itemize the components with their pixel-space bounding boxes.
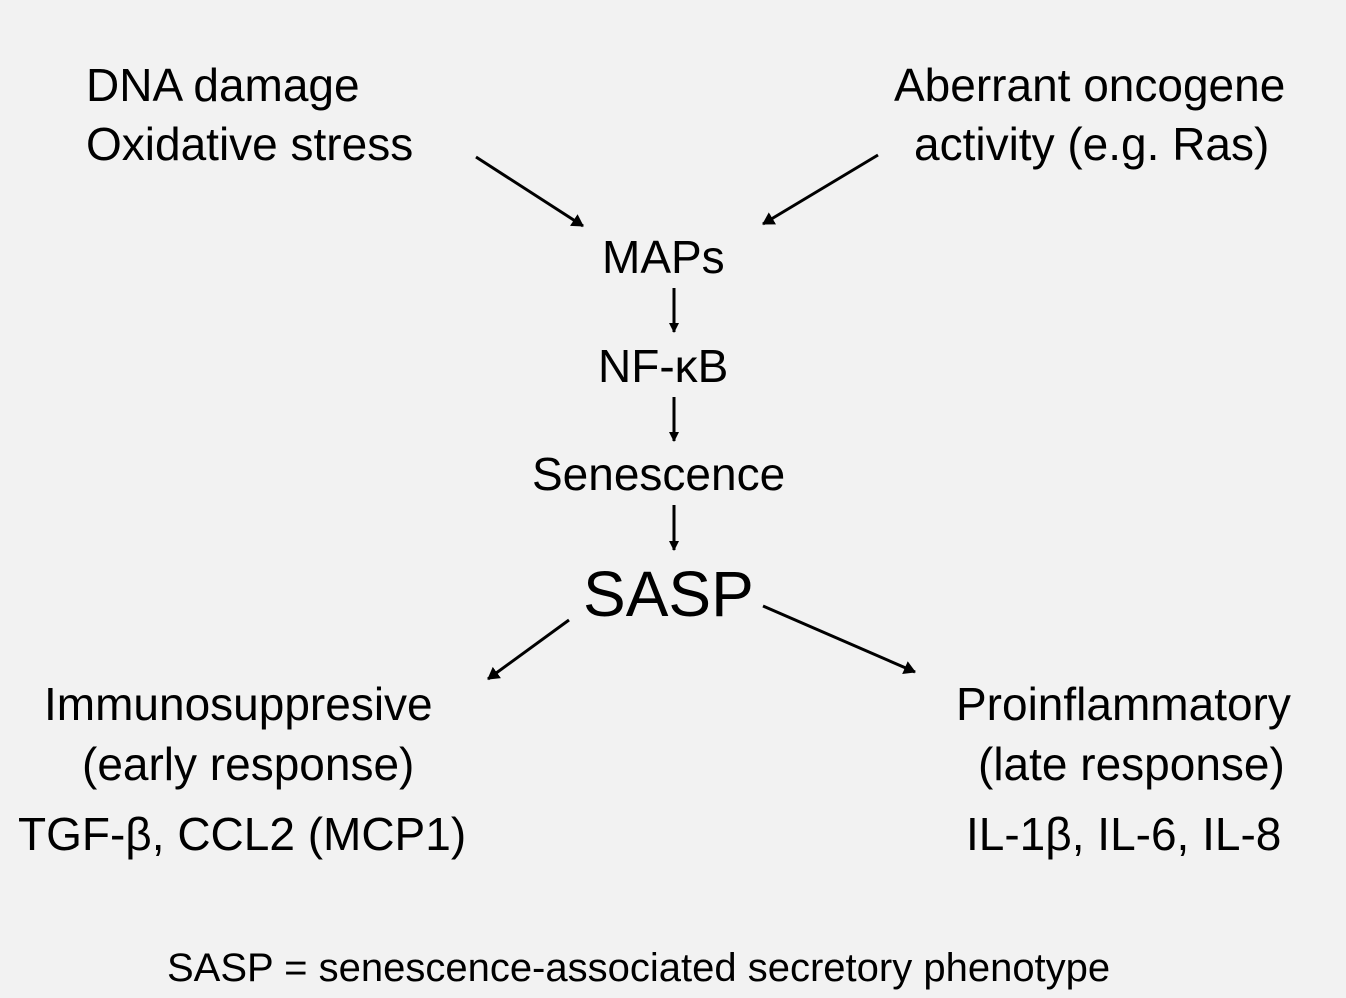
input-oncogene-activity: activity (e.g. Ras)	[914, 118, 1270, 170]
output-immunosuppressive-subtitle: (early response)	[82, 738, 415, 790]
input-oxidative-stress: Oxidative stress	[86, 118, 414, 170]
arrow-right-input-to-maps	[762, 153, 879, 226]
input-aberrant-oncogene: Aberrant oncogene	[894, 59, 1286, 111]
footnote: SASP = senescence-associated secretory p…	[167, 946, 1111, 990]
output-proinflammatory-factors: IL-1β, IL-6, IL-8	[966, 808, 1282, 860]
output-immunosuppressive-title: Immunosuppresive	[44, 678, 433, 730]
arrow-sasp-to-immunosuppressive	[487, 618, 570, 681]
node-maps: MAPs	[602, 231, 725, 283]
output-proinflammatory-title: Proinflammatory	[956, 678, 1291, 730]
node-nf-kb: NF-κB	[598, 340, 729, 392]
node-sasp: SASP	[583, 558, 754, 630]
output-immunosuppressive-factors: TGF-β, CCL2 (MCP1)	[18, 808, 467, 860]
arrow-sasp-to-proinflammatory	[762, 604, 916, 675]
arrow-left-input-to-maps	[475, 155, 584, 228]
node-senescence: Senescence	[532, 448, 786, 500]
output-proinflammatory-subtitle: (late response)	[978, 738, 1285, 790]
input-dna-damage: DNA damage	[86, 59, 360, 111]
